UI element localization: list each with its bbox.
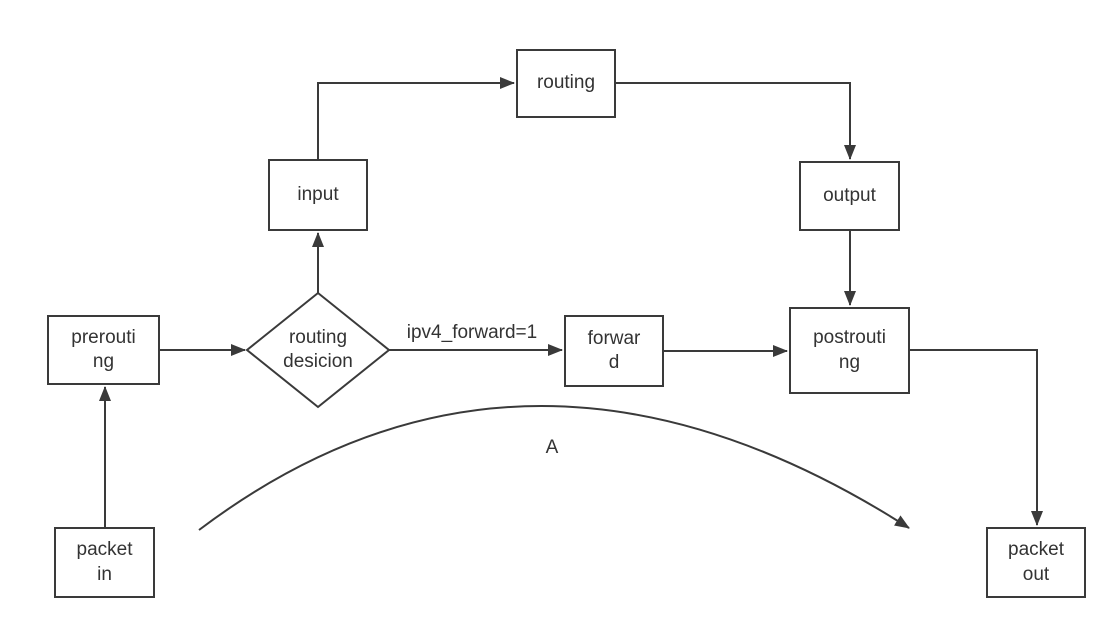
node-routing-decision: routing desicion: [283, 326, 353, 372]
node-output: output: [799, 161, 900, 231]
node-routing: routing: [516, 49, 616, 118]
node-input: input: [268, 159, 368, 231]
edge-bypass-curve: [198, 405, 910, 531]
node-postrouting: postrouti ng: [789, 307, 910, 394]
edge-postrouting-to-packetout: [910, 349, 1043, 526]
decision-diamond-shape: [245, 291, 391, 409]
edge-label-a: A: [545, 437, 559, 458]
edge-input-to-routing: [317, 77, 515, 159]
edge-label-ipv4-forward: ipv4_forward=1: [406, 322, 538, 343]
edge-routing-to-output: [616, 82, 856, 160]
node-prerouting: prerouti ng: [47, 315, 160, 385]
node-packet-out: packet out: [986, 527, 1086, 598]
node-forward: forwar d: [564, 315, 664, 387]
node-packet-in: packet in: [54, 527, 155, 598]
